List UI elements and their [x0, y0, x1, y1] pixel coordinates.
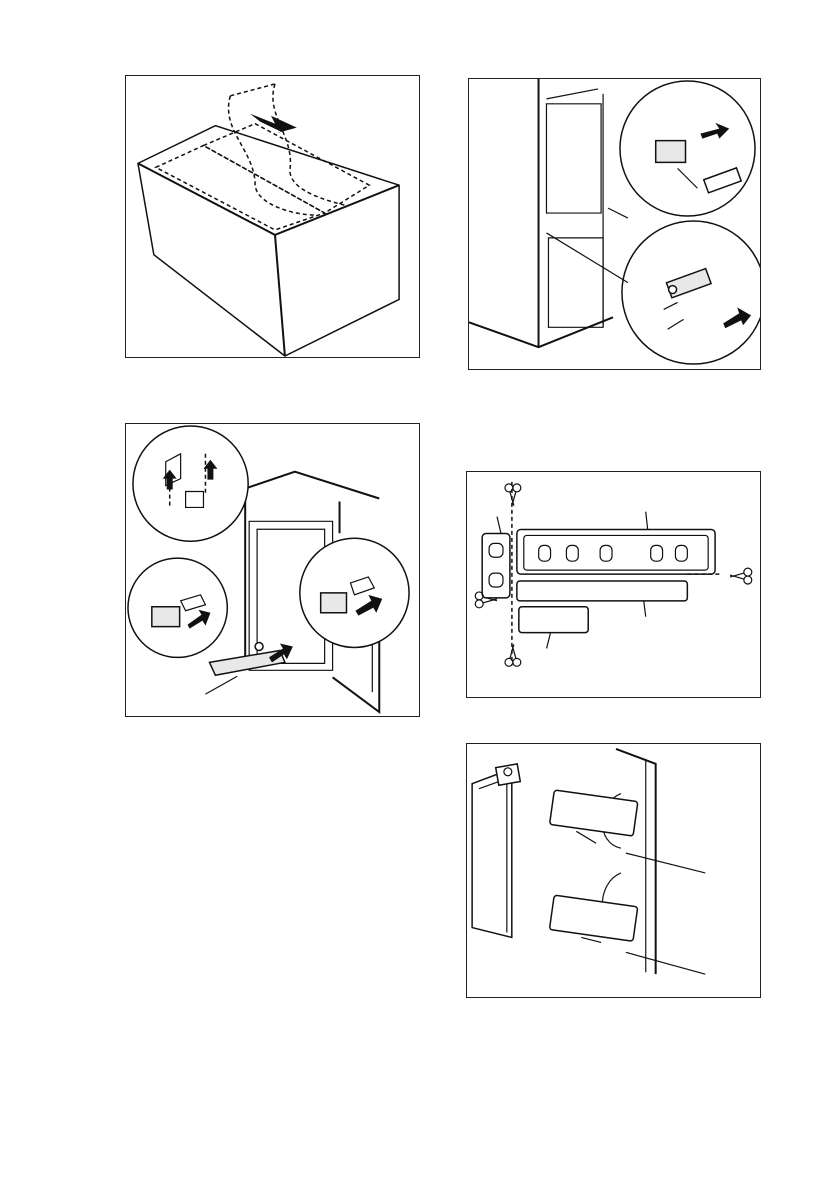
scissors-icon — [730, 568, 752, 584]
hinge-cover-magnifier-icon — [469, 79, 760, 369]
door-bracket-screws-icon — [467, 744, 760, 997]
scissors-cut-icon — [467, 472, 760, 697]
figure-hinge-cover-install — [468, 78, 761, 370]
figure-door-bracket-mounting — [466, 743, 761, 998]
box-top-flap-icon — [126, 76, 419, 357]
arrow-icon — [250, 114, 297, 134]
figure-box-unpacking — [125, 75, 420, 358]
trim-components-icon — [126, 424, 419, 716]
figure-trim-cutting — [466, 471, 761, 698]
scissors-icon — [505, 484, 521, 506]
figure-door-trim-components — [125, 423, 420, 717]
scissors-icon — [505, 644, 521, 666]
